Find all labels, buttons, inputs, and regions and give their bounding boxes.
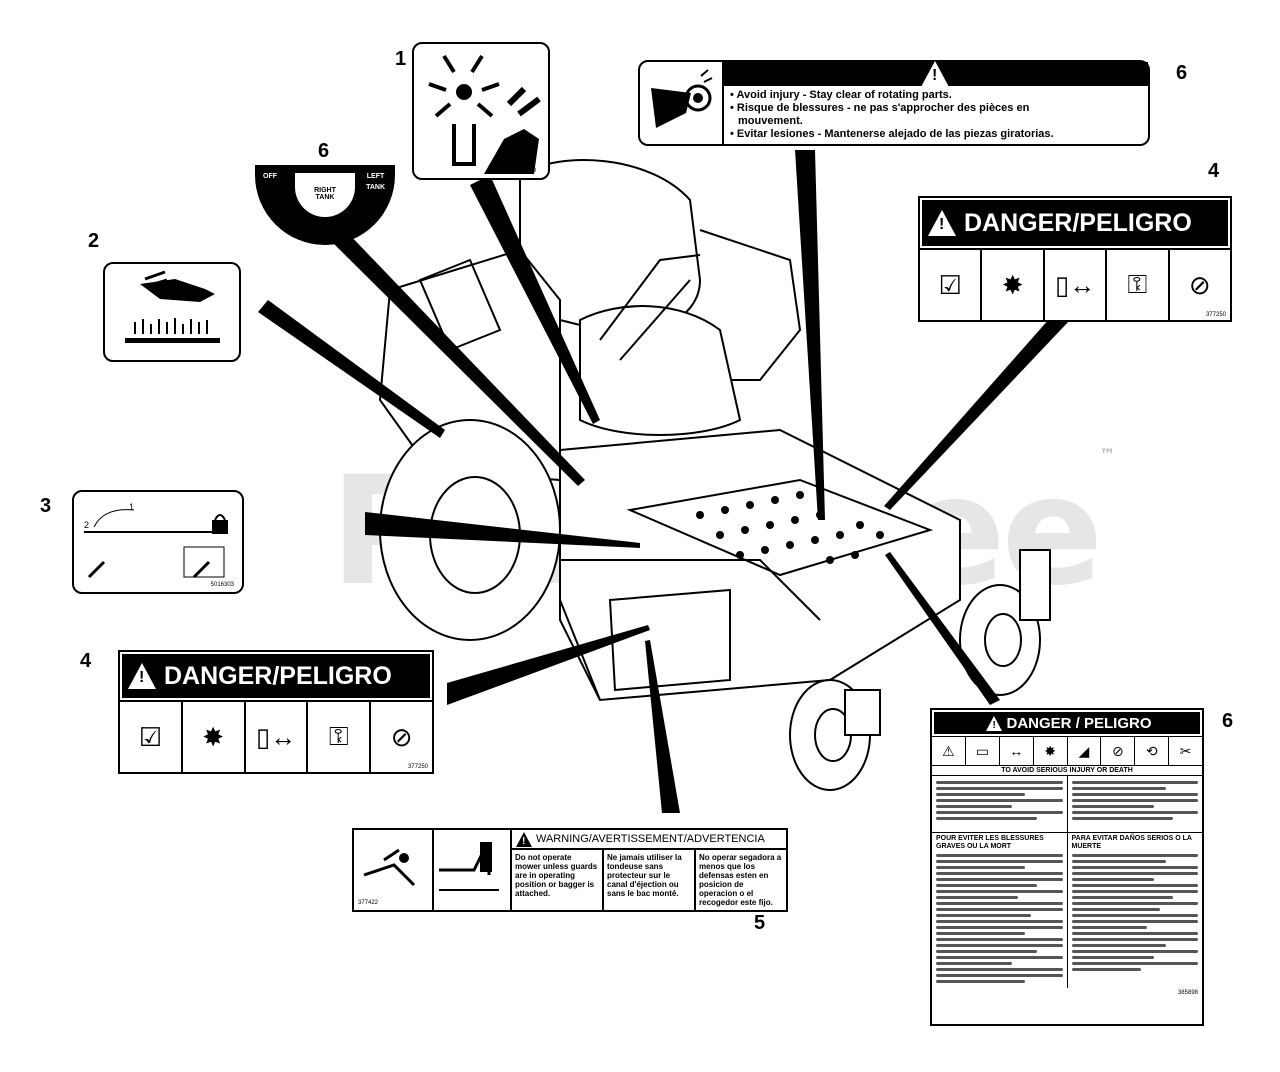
leader-6-rotating: [795, 150, 825, 520]
callout-6-rotating: 6: [1176, 62, 1188, 84]
danger-title: DANGER/PELIGRO: [164, 661, 392, 690]
leader-2: [258, 300, 445, 438]
decal-2-hot-surface: [103, 262, 241, 362]
rotating-shaft-hand-icon: [651, 69, 713, 128]
no-riders-icon: ⊘: [1101, 737, 1136, 765]
callout-4-bottom: 4: [80, 650, 92, 672]
leader-6-big: [885, 552, 1000, 705]
safety-manual-icon: ☑: [120, 702, 183, 772]
warning-title: WARNING/AVERTISSEMENT/ADVERTENCIA: [536, 833, 765, 845]
french-instructions: POUR EVITER LES BLESSURES GRAVES OU LA M…: [932, 833, 1068, 988]
leader-4-top: [884, 318, 1070, 510]
callout-6-fuel: 6: [318, 140, 330, 162]
callout-2: 2: [88, 230, 100, 252]
no-step-icon: ⊘: [1188, 269, 1211, 300]
warning-triangle-icon: [928, 210, 956, 236]
leader-5: [645, 640, 680, 813]
keep-bystanders-away-icon: ▯↔: [1045, 250, 1108, 320]
warning-triangle-icon: [921, 61, 949, 87]
leader-3: [365, 512, 640, 548]
thrown-objects-icon: ✸: [1034, 737, 1068, 765]
warning-bar: [724, 61, 1148, 87]
discharge-guard-icon: [434, 830, 512, 910]
decal-6-danger-instructions: DANGER / PELIGRO ⚠ ▭ ↔ ✸ ◢ ⊘ ⟲ ✂ TO AVOI…: [930, 708, 1204, 1026]
callout-4-top: 4: [1208, 160, 1220, 182]
blade-icon: ✂: [1179, 742, 1192, 759]
callout-6-big: 6: [1222, 710, 1234, 732]
decal-3-park-brake: 1 2 5016303: [72, 490, 244, 594]
rotating-blade-hand-icon: [428, 54, 541, 174]
bystanders-icon: ↔: [1000, 737, 1034, 765]
manual-icon: ▭: [966, 737, 1000, 765]
warning-triangle-icon: [516, 831, 532, 847]
warning-triangle-icon: [986, 715, 1003, 731]
warning-triangle-icon: [128, 663, 156, 689]
spanish-instructions: PARA EVITAR DAÑOS SERIOS O LA MUERTE 385…: [1071, 835, 1198, 996]
decal-1-rotating-hazard: 377060: [412, 42, 550, 180]
decal-4-danger-bottom: DANGER/PELIGRO ☑ ✸ ▯↔ ⚿ ⊘ 377250: [118, 650, 434, 774]
leader-lines: [258, 150, 1070, 813]
svg-text:2: 2: [84, 520, 89, 530]
callout-3: 3: [40, 495, 52, 517]
decal-5-warning-guards: 377422 WARNING/AVERTISSEMENT/ADVERTENCIA…: [352, 828, 788, 912]
decal-4-danger-top: DANGER/PELIGRO ☑ ✸ ▯↔ ⚿ ⊘ 377250: [918, 196, 1232, 322]
callout-5: 5: [754, 912, 766, 934]
rollover-icon: ⟲: [1135, 737, 1170, 765]
remove-key-icon: ⚿: [1107, 250, 1170, 320]
slope-icon: ◢: [1068, 737, 1102, 765]
safety-manual-icon: ☑: [920, 250, 983, 320]
danger-title: DANGER/PELIGRO: [964, 208, 1192, 237]
warning-icon: ⚠: [932, 737, 966, 765]
svg-text:1: 1: [129, 502, 134, 512]
callout-1: 1: [395, 48, 407, 70]
thrown-objects-icon: 377422: [354, 830, 434, 910]
leader-4-bottom: [447, 625, 650, 705]
foot-plate-holes: [696, 491, 884, 564]
english-instructions: [932, 776, 1202, 833]
hot-surface-hand-icon: [125, 270, 220, 343]
thrown-objects-icon: ✸: [982, 250, 1045, 320]
remove-key-icon: ⚿: [308, 702, 372, 772]
thrown-objects-icon: ✸: [183, 702, 246, 772]
danger-title: DANGER / PELIGRO: [1006, 714, 1152, 732]
no-step-icon: ⊘: [390, 721, 413, 752]
decal-6-rotating-parts: • Avoid injury - Stay clear of rotating …: [638, 60, 1150, 146]
park-brake-diagram-icon: 1 2: [84, 502, 228, 579]
keep-bystanders-away-icon: ▯↔: [246, 702, 309, 772]
leader-1: [470, 175, 600, 424]
leader-6-fuel: [330, 230, 585, 486]
